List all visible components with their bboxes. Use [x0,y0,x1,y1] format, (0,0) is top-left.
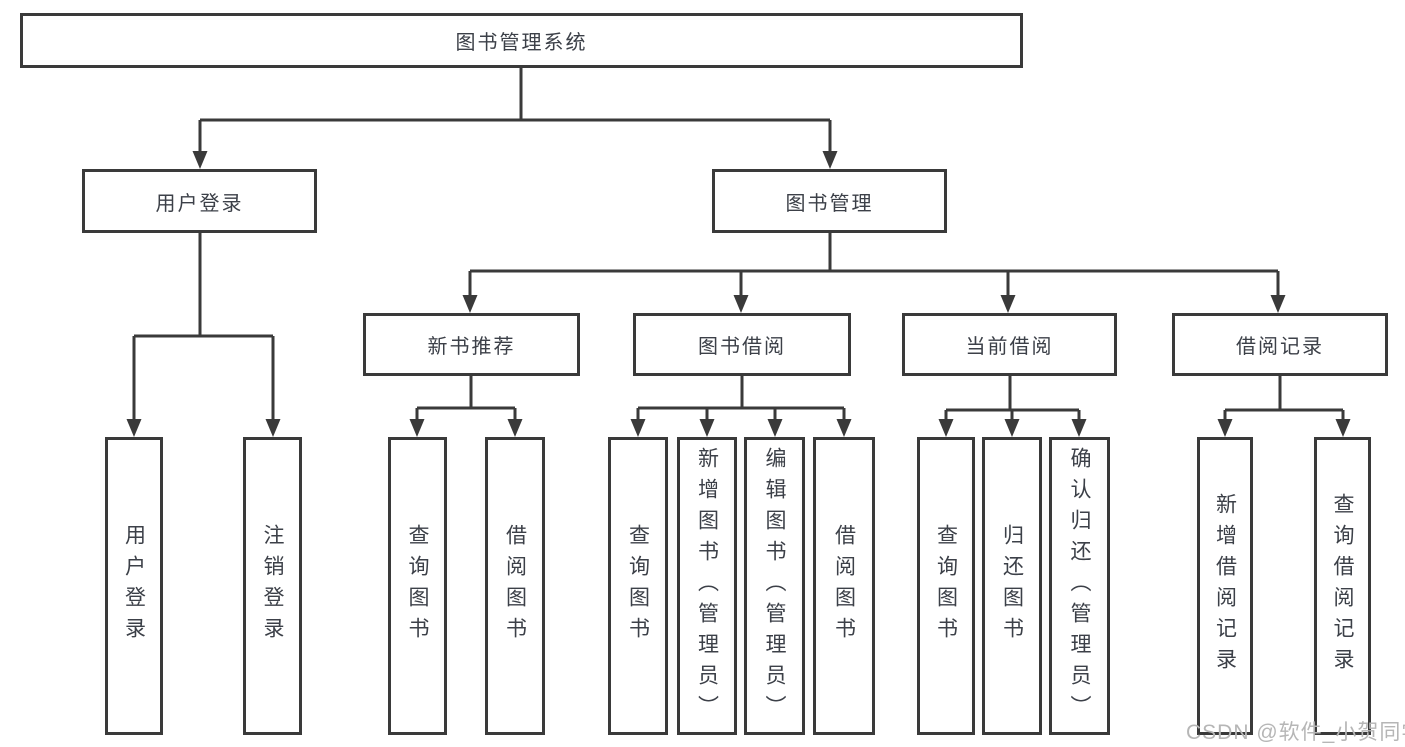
node-root-system: 图书管理系统 [20,13,1023,68]
node-borrow-records-label: 借阅记录 [1236,336,1324,358]
node-root-system-label: 图书管理系统 [455,32,588,54]
leaf-bb-add-books-admin-label: 新增图书（管理员） [695,446,719,726]
leaf-bb-borrow-books: 借阅图书 [813,437,875,735]
leaf-br-query-borrow-record-label: 查询借阅记录 [1331,493,1354,679]
leaf-nbr-borrow-books-label: 借阅图书 [503,524,527,648]
leaf-bb-query-books-label: 查询图书 [626,524,650,648]
leaf-cb-return-books-label: 归还图书 [1000,524,1024,648]
leaf-logout-label: 注销登录 [261,524,284,648]
leaf-bb-borrow-books-label: 借阅图书 [832,524,856,648]
leaf-cb-return-books: 归还图书 [982,437,1042,735]
leaf-br-query-borrow-record: 查询借阅记录 [1314,437,1371,735]
leaf-br-add-borrow-record: 新增借阅记录 [1197,437,1253,735]
csdn-watermark: CSDN @软件_小贺同学 [1186,721,1405,744]
leaf-bb-edit-books-admin-label: 编辑图书（管理员） [763,446,786,726]
leaf-nbr-query-books: 查询图书 [388,437,447,735]
node-new-book-recommend-label: 新书推荐 [427,336,516,358]
leaf-bb-query-books: 查询图书 [608,437,668,735]
leaf-nbr-borrow-books: 借阅图书 [485,437,545,735]
leaf-br-add-borrow-record-label: 新增借阅记录 [1213,493,1237,679]
node-new-book-recommend: 新书推荐 [363,313,580,376]
node-user-login-label: 用户登录 [155,192,244,215]
node-book-management-label: 图书管理 [785,192,874,215]
leaf-user-login: 用户登录 [105,437,163,735]
leaf-bb-add-books-admin: 新增图书（管理员） [677,437,737,735]
node-current-borrowing-label: 当前借阅 [965,336,1054,358]
arrowheads [126,151,1351,437]
leaf-logout: 注销登录 [243,437,302,735]
leaf-user-login-label: 用户登录 [122,524,146,648]
node-borrow-records: 借阅记录 [1172,313,1388,376]
leaf-cb-query-books-label: 查询图书 [934,524,958,648]
leaf-nbr-query-books-label: 查询图书 [406,524,429,648]
node-book-borrowing: 图书借阅 [633,313,851,376]
leaf-cb-confirm-return-admin-label: 确认归还（管理员） [1068,446,1091,726]
leaf-cb-confirm-return-admin: 确认归还（管理员） [1049,437,1110,735]
leaf-cb-query-books: 查询图书 [917,437,975,735]
node-book-management: 图书管理 [712,169,947,233]
node-book-borrowing-label: 图书借阅 [698,336,786,358]
node-user-login: 用户登录 [82,169,317,233]
leaf-bb-edit-books-admin: 编辑图书（管理员） [744,437,805,735]
node-current-borrowing: 当前借阅 [902,313,1117,376]
